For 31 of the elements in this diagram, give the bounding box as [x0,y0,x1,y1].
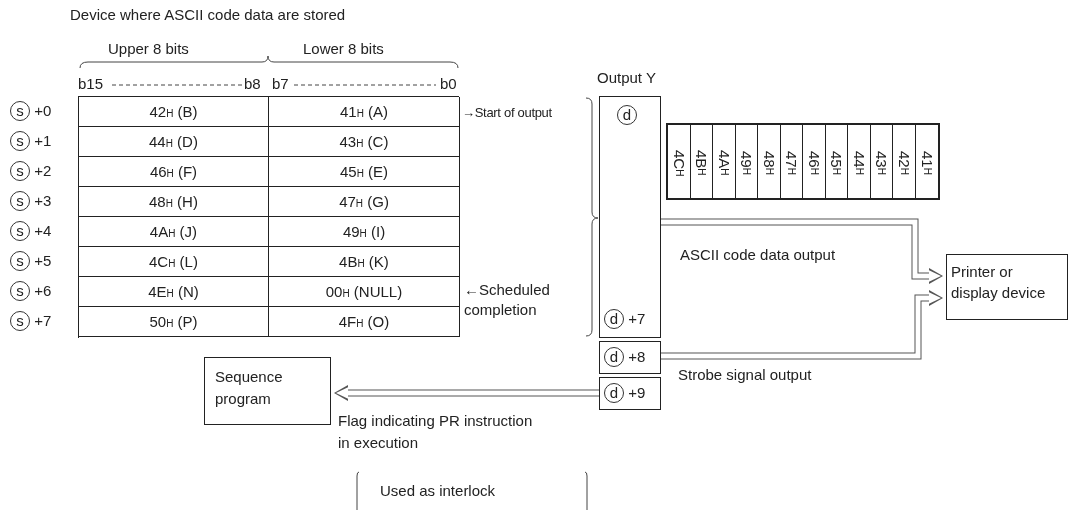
note: Used as interlock [380,482,496,500]
device-box: d +8 [599,341,661,374]
block-heading: Output Y [597,69,656,87]
edge-label: ASCII code data output [680,246,836,264]
device-number: s +3 [10,191,52,211]
device-number: s +5 [10,251,52,271]
program-box: Sequence program [204,357,331,425]
device-number: s +7 [10,311,52,331]
column-heading: Upper 8 bits [108,40,189,58]
bit-label: b0 [440,75,457,93]
table-heading: Device where ASCII code data are stored [70,6,346,24]
edge-label: Strobe signal output [678,366,812,384]
device-number: s +4 [10,221,52,241]
device-box: Printer or display device [946,254,1068,320]
column-heading: Lower 8 bits [303,40,384,58]
device-number: s +2 [10,161,52,181]
annotation: ←Scheduled completion [464,280,551,320]
bit-label: b15 [78,75,104,93]
hollow-arrow [334,385,599,401]
bit-label: b7 [272,75,289,93]
edge-label: Flag indicating PR instruction in execution [338,411,534,453]
bit-label: b8 [244,75,261,93]
device-number: d +7 [604,309,646,329]
output-data-strip [666,123,940,200]
device-box: d +9 [599,377,661,410]
hollow-arrow [661,218,943,284]
device-number: s +0 [10,101,52,121]
hollow-arrow [661,290,943,360]
device-number: s +1 [10,131,52,151]
device-number: s +6 [10,281,52,301]
annotation: →Start of output [462,104,552,122]
